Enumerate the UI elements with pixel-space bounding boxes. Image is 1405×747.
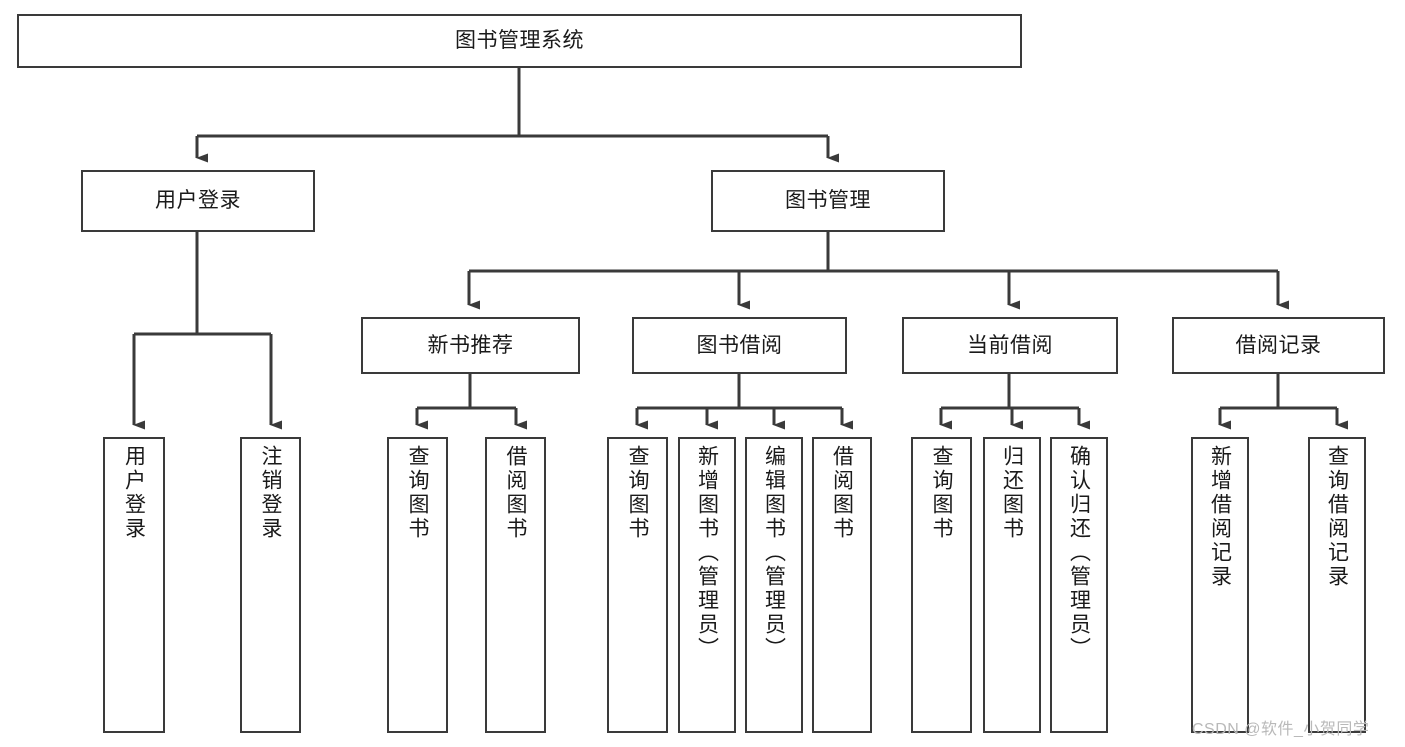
node-leaf-add-book-label: 新增图书（管理员）: [695, 445, 719, 661]
watermark: CSDN @软件_小贺同学: [1192, 721, 1370, 738]
node-leaf-user-logout[interactable]: 注销登录: [240, 437, 301, 733]
node-book-manage[interactable]: 图书管理: [711, 170, 945, 232]
node-leaf-confirm-return-label: 确认归还（管理员）: [1067, 445, 1091, 661]
node-book-manage-label: 图书管理: [785, 189, 871, 213]
node-new-book-rec-label: 新书推荐: [427, 333, 514, 357]
node-leaf-add-book[interactable]: 新增图书（管理员）: [678, 437, 736, 733]
node-borrow-record[interactable]: 借阅记录: [1172, 317, 1385, 374]
node-leaf-add-record[interactable]: 新增借阅记录: [1191, 437, 1249, 733]
node-leaf-query-record-label: 查询借阅记录: [1325, 445, 1349, 589]
node-user-login[interactable]: 用户登录: [81, 170, 315, 232]
node-book-borrow-label: 图书借阅: [696, 333, 783, 357]
node-root[interactable]: 图书管理系统: [17, 14, 1022, 68]
node-leaf-query-book-current-label: 查询图书: [930, 445, 953, 541]
node-leaf-query-book-borrow[interactable]: 查询图书: [607, 437, 668, 733]
node-leaf-borrow-book-rec-label: 借阅图书: [504, 445, 527, 541]
node-leaf-return-book-label: 归还图书: [1000, 445, 1024, 541]
node-new-book-rec[interactable]: 新书推荐: [361, 317, 580, 374]
node-leaf-query-book-borrow-label: 查询图书: [626, 445, 649, 541]
node-leaf-user-login[interactable]: 用户登录: [103, 437, 165, 733]
node-leaf-return-book[interactable]: 归还图书: [983, 437, 1041, 733]
node-leaf-borrow-book[interactable]: 借阅图书: [812, 437, 872, 733]
node-leaf-edit-book-label: 编辑图书（管理员）: [762, 445, 786, 661]
node-leaf-user-login-label: 用户登录: [122, 445, 146, 541]
node-leaf-borrow-book-label: 借阅图书: [830, 445, 854, 541]
node-root-label: 图书管理系统: [455, 29, 584, 53]
node-leaf-edit-book[interactable]: 编辑图书（管理员）: [745, 437, 803, 733]
node-leaf-confirm-return[interactable]: 确认归还（管理员）: [1050, 437, 1108, 733]
node-leaf-user-logout-label: 注销登录: [259, 445, 282, 541]
node-leaf-query-book-rec[interactable]: 查询图书: [387, 437, 448, 733]
node-current-borrow-label: 当前借阅: [967, 333, 1053, 357]
node-leaf-query-book-current[interactable]: 查询图书: [911, 437, 972, 733]
node-current-borrow[interactable]: 当前借阅: [902, 317, 1118, 374]
node-leaf-add-record-label: 新增借阅记录: [1208, 445, 1232, 589]
node-leaf-borrow-book-rec[interactable]: 借阅图书: [485, 437, 546, 733]
node-book-borrow[interactable]: 图书借阅: [632, 317, 847, 374]
node-borrow-record-label: 借阅记录: [1235, 333, 1322, 357]
node-leaf-query-record[interactable]: 查询借阅记录: [1308, 437, 1366, 733]
node-leaf-query-book-rec-label: 查询图书: [406, 445, 429, 541]
node-user-login-label: 用户登录: [155, 189, 241, 213]
